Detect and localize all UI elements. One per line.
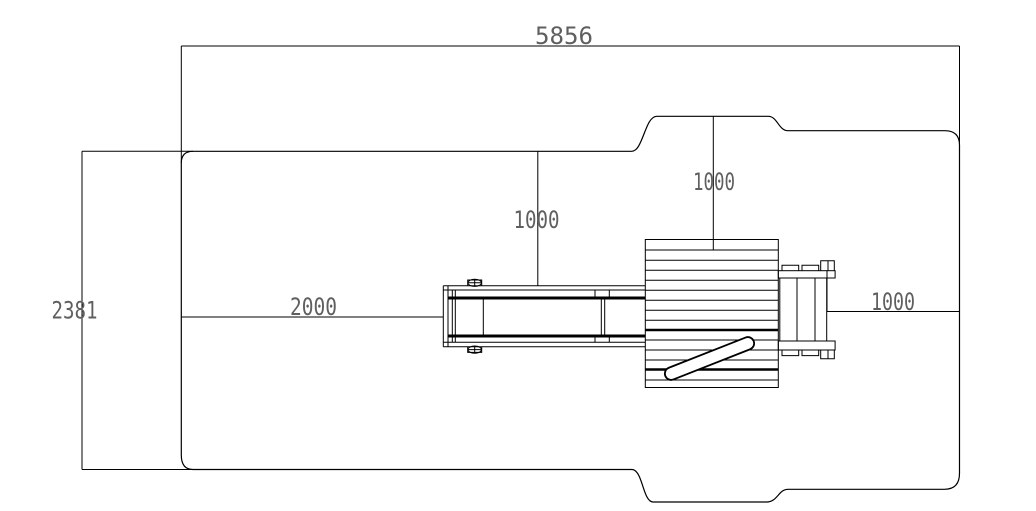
- conveyor-belt-edges: [448, 296, 645, 338]
- conveyor-frame-lines: [442, 285, 645, 348]
- dimension-text-group: 5856 2381 2000 1000 1000 1000: [52, 22, 916, 325]
- conveyor-mid-bracket: [594, 290, 610, 343]
- work-area-outline: [180, 115, 961, 503]
- bolt-cross-top: [468, 279, 482, 287]
- bracket-top-flange: [777, 270, 836, 279]
- dim-text-machine-front-clearance: 1000: [693, 168, 735, 196]
- machine-body-group: [644, 239, 779, 388]
- dim-line-overall-width: [180, 45, 960, 163]
- bracket-top-tabs: [781, 260, 835, 271]
- dim-text-overall-depth: 2381: [52, 297, 98, 325]
- dim-text-outfeed-side-clearance: 1000: [871, 288, 915, 316]
- dim-text-overall-width: 5856: [535, 22, 593, 50]
- diagonal-handle: [663, 336, 756, 381]
- bracket-bottom-tabs: [781, 350, 835, 360]
- outfeed-bracket-group: [777, 260, 836, 360]
- machine-body-outline: [644, 239, 779, 388]
- bolt-cross-bottom: [468, 346, 482, 354]
- dimension-lines-group: [81, 45, 960, 470]
- boundary-outline-group: [180, 115, 961, 503]
- conveyor-bolt-tabs: [467, 279, 483, 353]
- bracket-bottom-flange: [777, 340, 836, 351]
- bracket-ribs: [779, 278, 828, 341]
- dim-text-infeed-side-clearance: 2000: [290, 293, 337, 321]
- infeed-conveyor-group: [442, 278, 645, 354]
- dim-text-infeed-front-clearance: 1000: [514, 206, 560, 234]
- dim-line-overall-depth: [81, 150, 193, 470]
